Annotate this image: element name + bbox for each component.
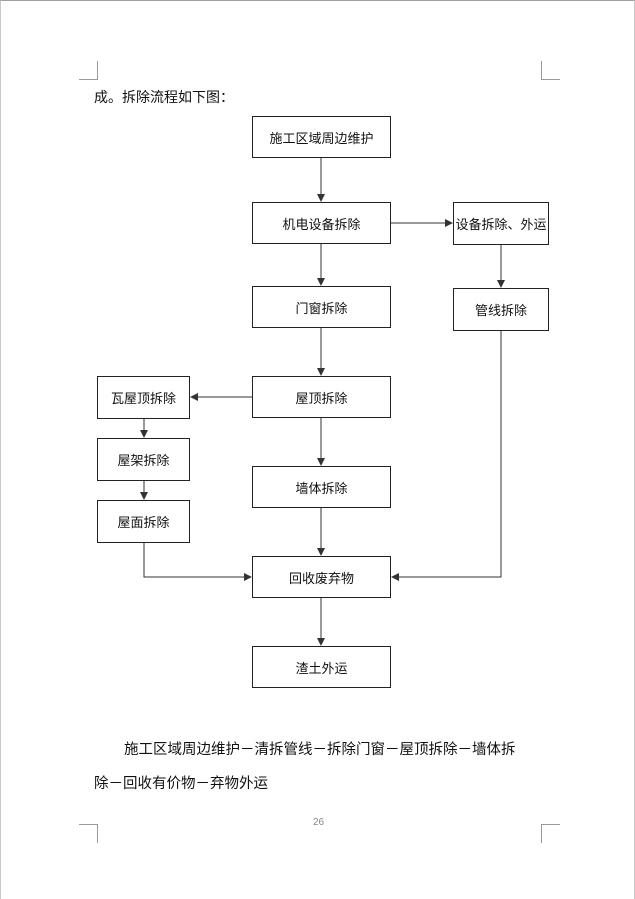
flow-node-waste-recovery: 回收废弃物 bbox=[252, 556, 391, 598]
summary-line-2: 除－回收有价物－弃物外运 bbox=[94, 776, 268, 792]
flow-node-roof-truss-removal: 屋架拆除 bbox=[97, 438, 190, 481]
crop-mark-top-left bbox=[79, 61, 98, 80]
arrow-l3-n6 bbox=[143, 543, 252, 581]
intro-text: 成。拆除流程如下图： bbox=[94, 90, 234, 106]
flow-node-soil-transport: 渣土外运 bbox=[252, 646, 391, 688]
flow-node-mep-removal: 机电设备拆除 bbox=[252, 202, 391, 244]
flow-node-roof-removal: 屋顶拆除 bbox=[252, 376, 391, 418]
crop-mark-top-right bbox=[541, 61, 560, 80]
summary-line-1: 施工区域周边维护－清拆管线－拆除门窗－屋顶拆除－墙体拆 bbox=[124, 742, 516, 758]
arrow-r2-n6 bbox=[391, 331, 502, 581]
crop-mark-bottom-left bbox=[79, 824, 98, 843]
flow-node-site-maintenance: 施工区域周边维护 bbox=[252, 116, 391, 158]
flow-node-wall-removal: 墙体拆除 bbox=[252, 466, 391, 508]
flow-node-pipeline-removal: 管线拆除 bbox=[453, 288, 549, 331]
flow-node-equipment-removal-transport: 设备拆除、外运 bbox=[453, 202, 549, 245]
flow-node-roof-surface-removal: 屋面拆除 bbox=[97, 500, 190, 543]
flow-node-door-window-removal: 门窗拆除 bbox=[252, 286, 391, 328]
page-number: 26 bbox=[312, 817, 325, 828]
flow-node-tile-roof-removal: 瓦屋顶拆除 bbox=[97, 376, 190, 419]
crop-mark-bottom-right bbox=[541, 824, 560, 843]
